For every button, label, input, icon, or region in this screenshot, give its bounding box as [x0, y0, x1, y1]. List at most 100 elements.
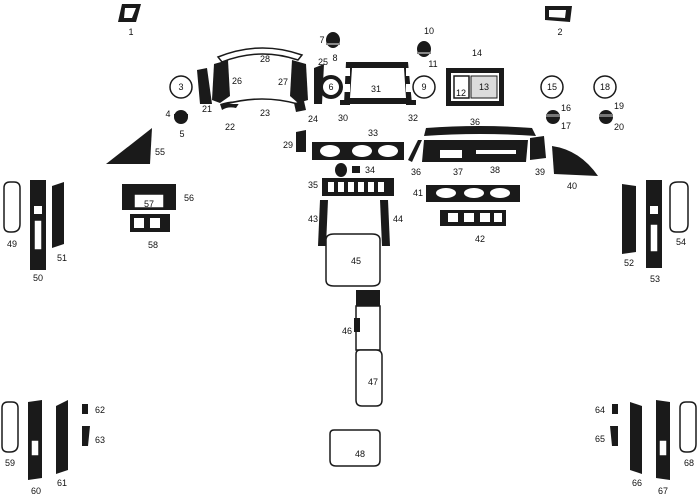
part-49-door-handle: [3, 181, 21, 233]
part-28-cluster-hood: [216, 47, 304, 63]
label-part-22: 22: [224, 122, 236, 132]
part-55-left-wing: [106, 128, 152, 164]
label-part-39: 39: [534, 167, 546, 177]
label-part-29: 29: [282, 140, 294, 150]
label-part-42: 42: [474, 234, 486, 244]
part-54-door-handle: [669, 181, 689, 233]
label-part-36-strip: 36: [410, 167, 422, 177]
part-1-corner-trim: [118, 4, 141, 22]
label-part-65: 65: [594, 434, 606, 444]
part-65-small-trim: [610, 426, 618, 446]
part-29-small-trim: [296, 130, 306, 152]
label-part-18: 18: [599, 82, 611, 92]
label-part-24: 24: [307, 114, 319, 124]
label-part-5: 5: [179, 129, 185, 139]
label-part-35: 35: [307, 180, 319, 190]
label-part-49: 49: [6, 239, 18, 249]
part-44-console-side: [380, 200, 390, 246]
label-part-44: 44: [392, 214, 404, 224]
part-34-trim: [352, 166, 360, 173]
label-part-19: 19: [613, 101, 625, 111]
part-8-knob-band: [326, 43, 340, 45]
label-part-10: 10: [423, 26, 435, 36]
part-36-top-trim: [424, 126, 536, 136]
label-part-62: 62: [94, 405, 106, 415]
label-part-56: 56: [183, 193, 195, 203]
label-part-3: 3: [178, 82, 184, 92]
part-61-rear-door-strip: [56, 400, 68, 474]
part-60-rear-door-insert: [30, 439, 40, 457]
part-21-cluster-left-trim: [197, 68, 212, 104]
part-27-cluster-right-wing: [290, 60, 308, 103]
label-part-11: 11: [428, 59, 438, 69]
label-part-33: 33: [367, 128, 379, 138]
part-64-small-trim: [612, 404, 618, 414]
label-part-36-top: 36: [469, 117, 481, 127]
part-62-small-trim: [82, 404, 88, 414]
label-part-38: 38: [489, 165, 501, 175]
part-51-door-strip: [52, 182, 64, 248]
label-part-46: 46: [341, 326, 353, 336]
label-part-12: 12: [455, 88, 467, 98]
part-46-shifter-plate: [355, 305, 381, 351]
part-50-door-panel-insert: [33, 219, 43, 251]
label-part-8: 8: [332, 53, 338, 63]
label-part-67: 67: [657, 486, 669, 496]
part-5-knob-band: [174, 114, 188, 117]
part-20-knob-band: [599, 114, 613, 117]
part-36-strip: [408, 140, 422, 162]
label-part-17: 17: [560, 121, 572, 131]
label-part-59: 59: [4, 458, 16, 468]
part-11-knob-band: [417, 52, 431, 54]
part-24-cluster-lower-right: [294, 101, 306, 112]
part-17-knob-band: [546, 114, 560, 117]
part-9-knob-ring: [412, 75, 436, 99]
part-14-screen-frame: [446, 68, 504, 106]
label-part-20: 20: [613, 122, 625, 132]
part-46-shifter-strip: [354, 318, 360, 332]
label-part-61: 61: [56, 478, 68, 488]
part-48-lower-tray: [329, 429, 381, 467]
part-3-gauge-ring: [169, 75, 193, 99]
part-31-radio-bezel: [344, 62, 412, 104]
label-part-68: 68: [683, 458, 695, 468]
part-30-radio-tab: [340, 100, 350, 105]
part-2-corner-trim: [545, 6, 572, 22]
label-part-54: 54: [675, 237, 687, 247]
part-26-cluster-left-wing: [212, 60, 230, 103]
label-part-34: 34: [364, 165, 376, 175]
label-part-6: 6: [328, 82, 334, 92]
part-7-knob: [326, 32, 340, 48]
label-part-4: 4: [165, 109, 171, 119]
label-part-21: 21: [201, 104, 213, 114]
label-part-31: 31: [370, 84, 382, 94]
part-43-console-side: [318, 200, 328, 246]
label-part-57: 57: [143, 199, 155, 209]
label-part-26: 26: [231, 76, 243, 86]
part-46-shifter-top: [356, 290, 380, 306]
label-part-64: 64: [594, 405, 606, 415]
label-part-43: 43: [307, 214, 319, 224]
label-part-53: 53: [649, 274, 661, 284]
part-45-console-tray: [325, 233, 381, 287]
part-53-door-panel-insert: [649, 223, 659, 253]
label-part-50: 50: [32, 273, 44, 283]
label-part-45: 45: [350, 256, 362, 266]
label-part-13: 13: [478, 82, 490, 92]
part-32-radio-tab: [406, 100, 416, 105]
part-63-small-trim: [82, 426, 90, 446]
part-67-rear-door-insert: [658, 439, 668, 457]
label-part-55: 55: [154, 147, 166, 157]
part-12-screen-insert: [453, 75, 470, 99]
label-part-28: 28: [259, 54, 271, 64]
label-part-48: 48: [354, 449, 366, 459]
label-part-25: 25: [317, 57, 329, 67]
label-part-2: 2: [557, 27, 563, 37]
label-part-37: 37: [452, 167, 464, 177]
label-part-58: 58: [147, 240, 159, 250]
part-10-knob: [417, 41, 431, 57]
part-68-rear-door-handle: [679, 401, 697, 453]
part-13-screen-insert: [470, 75, 498, 99]
label-part-30: 30: [337, 113, 349, 123]
label-part-47: 47: [367, 377, 379, 387]
